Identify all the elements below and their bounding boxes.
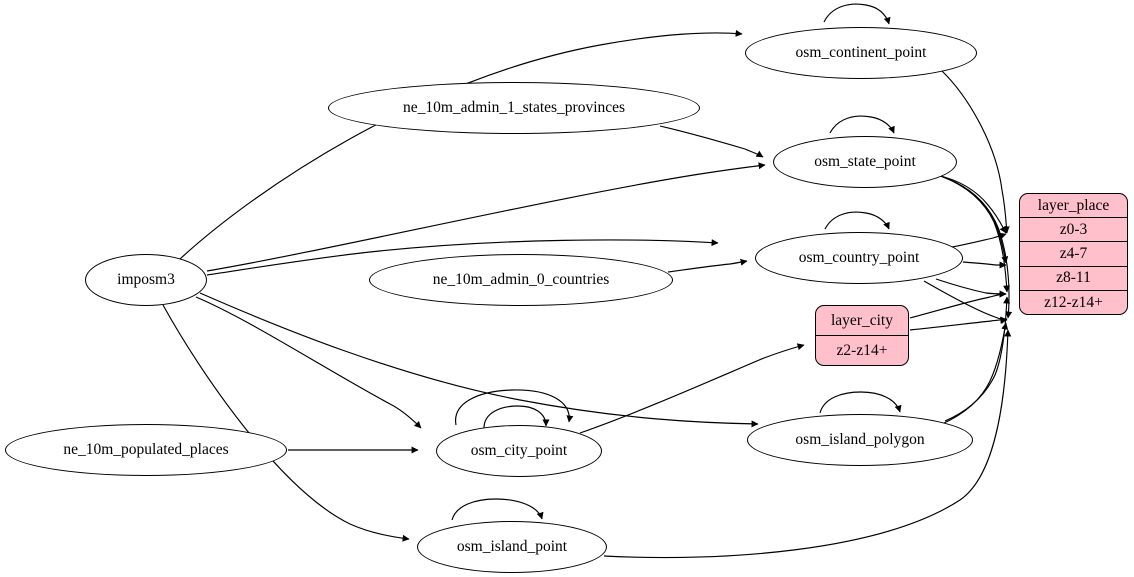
edge-osm-state-point-layer-place-z0-3 xyxy=(936,174,1007,234)
node-osm-island-polygon[interactable]: osm_island_polygon xyxy=(747,414,973,466)
edge-layer-city-layer-place-z8-11 xyxy=(909,290,1007,319)
edge-imposm3-osm-island-polygon xyxy=(199,292,759,428)
node-osm-island-point[interactable]: osm_island_point xyxy=(417,521,607,573)
edge-selfloop-osm-island-point xyxy=(451,498,544,521)
edge-osm-country-point-layer-place-z4-7 xyxy=(962,261,1007,269)
edge-ne-admin0-osm-country-point xyxy=(667,258,748,273)
node-layer-city[interactable]: layer_city z2-z14+ xyxy=(815,305,909,366)
node-osm-city-point-label: osm_city_point xyxy=(470,442,568,460)
edge-osm-city-point-layer-city xyxy=(579,343,805,434)
edge-selfloop-osm-city-point-outer xyxy=(455,389,574,426)
node-layer-place[interactable]: layer_place z0-3 z4-7 z8-11 z12-z14+ xyxy=(1019,193,1128,315)
node-osm-island-polygon-label: osm_island_polygon xyxy=(795,431,925,449)
node-osm-city-point[interactable]: osm_city_point xyxy=(436,425,602,477)
edge-ne-admin1-osm-state-point xyxy=(659,125,764,158)
node-ne-10m-admin-1-states-provinces-label: ne_10m_admin_1_states_provinces xyxy=(402,99,626,117)
layer-place-row-z12-z14[interactable]: z12-z14+ xyxy=(1044,293,1103,311)
layer-place-row-z0-3[interactable]: z0-3 xyxy=(1020,218,1127,243)
node-osm-continent-point-label: osm_continent_point xyxy=(795,44,927,62)
edge-osm-island-polygon-layer-place-z12 xyxy=(941,322,1009,425)
layer-place-row-z4-7[interactable]: z4-7 xyxy=(1020,242,1127,267)
edge-imposm3-osm-island-point xyxy=(162,304,410,542)
node-ne-10m-populated-places-label: ne_10m_populated_places xyxy=(63,441,229,459)
layer-city-title: layer_city xyxy=(816,306,908,336)
node-osm-continent-point[interactable]: osm_continent_point xyxy=(745,27,977,79)
node-ne-10m-admin-1-states-provinces[interactable]: ne_10m_admin_1_states_provinces xyxy=(328,82,700,134)
edge-selfloop-osm-continent-point xyxy=(823,3,891,25)
edge-imposm3-osm-city-point xyxy=(195,296,422,429)
layer-place-row-z8-11[interactable]: z8-11 xyxy=(1020,267,1127,291)
node-osm-country-point-label: osm_country_point xyxy=(798,249,920,267)
node-imposm3-label: imposm3 xyxy=(117,271,175,289)
node-osm-island-point-label: osm_island_point xyxy=(456,538,568,556)
edge-selfloop-osm-island-polygon xyxy=(819,391,902,414)
node-osm-state-point[interactable]: osm_state_point xyxy=(773,136,957,188)
edge-osm-island-polygon-layer-place-z8-11 xyxy=(944,296,1011,422)
edge-selfloop-osm-city-point-inner xyxy=(483,405,550,429)
edge-imposm3-osm-continent-point xyxy=(179,29,743,260)
node-ne-10m-admin-0-countries[interactable]: ne_10m_admin_0_countries xyxy=(369,254,673,306)
node-osm-state-point-label: osm_state_point xyxy=(814,153,916,171)
edge-imposm3-osm-state-point xyxy=(206,162,766,272)
node-imposm3[interactable]: imposm3 xyxy=(85,254,207,306)
edge-osm-country-point-layer-place-z0-3 xyxy=(946,232,1007,249)
edge-selfloop-osm-state-point xyxy=(829,115,895,134)
edge-layer-city-layer-place-z12 xyxy=(909,317,1008,331)
node-osm-country-point[interactable]: osm_country_point xyxy=(755,232,963,284)
node-ne-10m-populated-places[interactable]: ne_10m_populated_places xyxy=(5,424,287,476)
layer-city-row-z2-z14[interactable]: z2-z14+ xyxy=(836,341,888,359)
edge-osm-continent-point-layer-place-z0-3 xyxy=(940,69,1010,234)
edge-osm-island-point-layer-place-z12 xyxy=(603,329,1012,559)
edge-selfloop-osm-country-point xyxy=(824,211,890,230)
edge-imposm3-osm-country-point xyxy=(206,239,719,276)
layer-place-title: layer_place xyxy=(1020,194,1127,219)
node-ne-10m-admin-0-countries-label: ne_10m_admin_0_countries xyxy=(432,271,610,289)
